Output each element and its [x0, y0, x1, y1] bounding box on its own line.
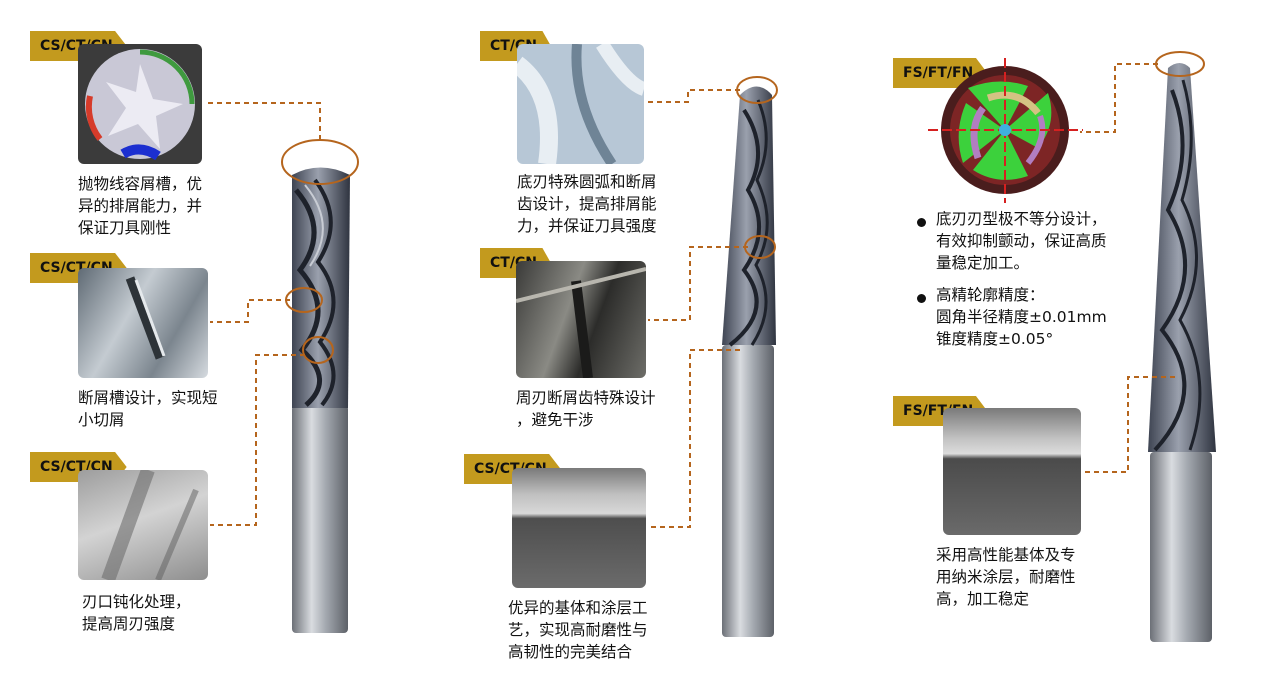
caption-panel1-1: 抛物线容屑槽，优 异的排屑能力，并 保证刀具刚性 [78, 175, 203, 237]
leader-lines [208, 63, 1175, 528]
caption-panel2-2: 周刃断屑齿特殊设计 ，避免干涉 [516, 389, 656, 429]
caption-panel1-3: 刃口钝化处理， 提高周刃强度 [82, 593, 191, 633]
end-mill-tool-1 [292, 167, 350, 633]
bullet-text-2: 高精轮廓精度： 圆角半径精度±0.01mm 锥度精度±0.05° [936, 286, 1107, 348]
chipbreaker-image [78, 268, 208, 378]
end-view-image [928, 58, 1083, 203]
ball-nose-tool-2 [722, 86, 776, 637]
bullet-dot-2 [917, 294, 926, 303]
coating-sem-image [512, 468, 646, 588]
caption-panel3-2: 采用高性能基体及专 用纳米涂层，耐磨性 高，加工稳定 [936, 546, 1076, 608]
caption-panel2-1: 底刃特殊圆弧和断屑 齿设计，提高排屑能 力，并保证刀具强度 [517, 173, 657, 235]
caption-panel2-3: 优异的基体和涂层工 艺，实现高耐磨性与 高韧性的完美结合 [508, 599, 648, 661]
caption-panel1-2: 断屑槽设计，实现短 小切屑 [78, 389, 218, 429]
edge-hone-image [78, 470, 208, 580]
ball-nose-tip-image [517, 44, 644, 164]
bullet-text-1: 底刃刃型极不等分设计， 有效抑制颤动，保证高质 量稳定加工。 [936, 210, 1107, 272]
nano-coating-image [943, 408, 1081, 535]
bullet-dot-1 [917, 218, 926, 227]
tag-panel3-1: FS/FT/FN [893, 58, 988, 88]
tapered-tool-3 [1148, 63, 1216, 642]
flute-cross-section-image [78, 44, 202, 164]
peripheral-chipbreaker-image [516, 261, 646, 378]
